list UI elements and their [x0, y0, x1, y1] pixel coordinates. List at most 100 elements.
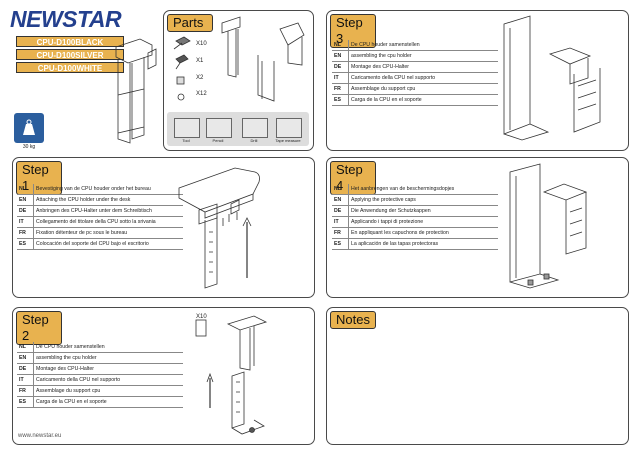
lang-code: ES [332, 94, 349, 106]
parts-bracket [221, 16, 305, 102]
tape-label: Tape measure [275, 138, 301, 143]
lang-code: EN [17, 352, 34, 364]
weight-label: 30 kg [22, 144, 36, 150]
lang-code: NL [17, 184, 34, 195]
lang-code: EN [332, 50, 349, 62]
lang-text: Bevestiging van de CPU houder onder het … [33, 184, 183, 195]
lang-text: Applying the protective caps [348, 194, 498, 206]
lang-text: De CPU houder samenstellen [33, 342, 183, 353]
tape-measure-icon [276, 118, 302, 138]
lang-text: De CPU houder samenstellen [348, 40, 498, 51]
lang-code: FR [17, 227, 34, 239]
lang-text: Montage des CPU-Halter [33, 363, 183, 375]
pencil-label: Pencil [212, 138, 224, 143]
lang-text: Carga de la CPU en el soporte [348, 94, 498, 106]
model-white: CPU-D100WHITE [16, 62, 124, 73]
drill-icon [242, 118, 268, 138]
drill-label: Drill [250, 138, 258, 143]
qty-bolt: X1 [196, 58, 204, 64]
lang-text: La aplicación de las tapas protectoras [348, 238, 498, 250]
lang-code: DE [17, 363, 34, 375]
qty-screws: X10 [196, 41, 207, 47]
qty-washers: X12 [196, 91, 207, 97]
lang-code: IT [17, 374, 34, 386]
lang-code: DE [332, 61, 349, 73]
lang-code: IT [332, 216, 349, 228]
lang-text: assembling the cpu holder [348, 50, 498, 62]
step4-illustration [509, 163, 588, 289]
lang-text: assembling the cpu holder [33, 352, 183, 364]
lang-text: Colocación del soporte del CPU bajo el e… [33, 238, 183, 250]
lang-text: Fixation détenteur de pc sous le bureau [33, 227, 183, 239]
lang-code: NL [332, 40, 349, 51]
lang-text: Caricamento della CPU nel supporto [33, 374, 183, 386]
notes-panel: Notes [326, 307, 629, 445]
lang-text: Carga de la CPU en el soporte [33, 396, 183, 408]
step2-title: Step 2 [16, 311, 62, 345]
lang-text: Collegamento del titolare della CPU sott… [33, 216, 183, 228]
lang-code: ES [17, 238, 34, 250]
lang-text: En appliquant les capuchons de protectio… [348, 227, 498, 239]
product-illustration [115, 38, 157, 144]
lang-code: IT [332, 72, 349, 84]
lang-code: IT [17, 216, 34, 228]
step3-illustration [503, 15, 601, 141]
lang-text: Die Anwendung der Schutzkappen [348, 205, 498, 217]
step1-illustration [178, 167, 260, 289]
step2-qty: X10 [196, 314, 207, 320]
lang-code: EN [332, 194, 349, 206]
lang-code: ES [332, 238, 349, 250]
lang-text: Attaching the CPU holder under the desk [33, 194, 183, 206]
lang-text: Assemblage du support cpu [33, 385, 183, 397]
parts-hardware [173, 36, 191, 101]
lang-code: NL [17, 342, 34, 353]
pencil-icon [206, 118, 232, 138]
lang-text: Applicando i tappi di protezione [348, 216, 498, 228]
qty-caps: X2 [196, 75, 204, 81]
weight-symbol [23, 119, 35, 135]
lang-text: Caricamento della CPU nel supporto [348, 72, 498, 84]
lang-code: FR [332, 227, 349, 239]
lang-code: DE [332, 205, 349, 217]
parts-title: Parts [167, 14, 213, 32]
brand-name: NEWSTAR [10, 6, 122, 32]
lang-code: ES [17, 396, 34, 408]
lang-code: NL [332, 184, 349, 195]
step2-illustration [195, 315, 268, 435]
tool-icon [174, 118, 200, 138]
website-url: www.newstar.eu [18, 433, 62, 439]
model-silver: CPU-D100SILVER [16, 49, 124, 60]
lang-text: Montage des CPU-Halter [348, 61, 498, 73]
lang-text: Assemblage du support cpu [348, 83, 498, 95]
lang-code: EN [17, 194, 34, 206]
model-black: CPU-D100BLACK [16, 36, 124, 47]
tool-label: Tool [182, 138, 190, 143]
